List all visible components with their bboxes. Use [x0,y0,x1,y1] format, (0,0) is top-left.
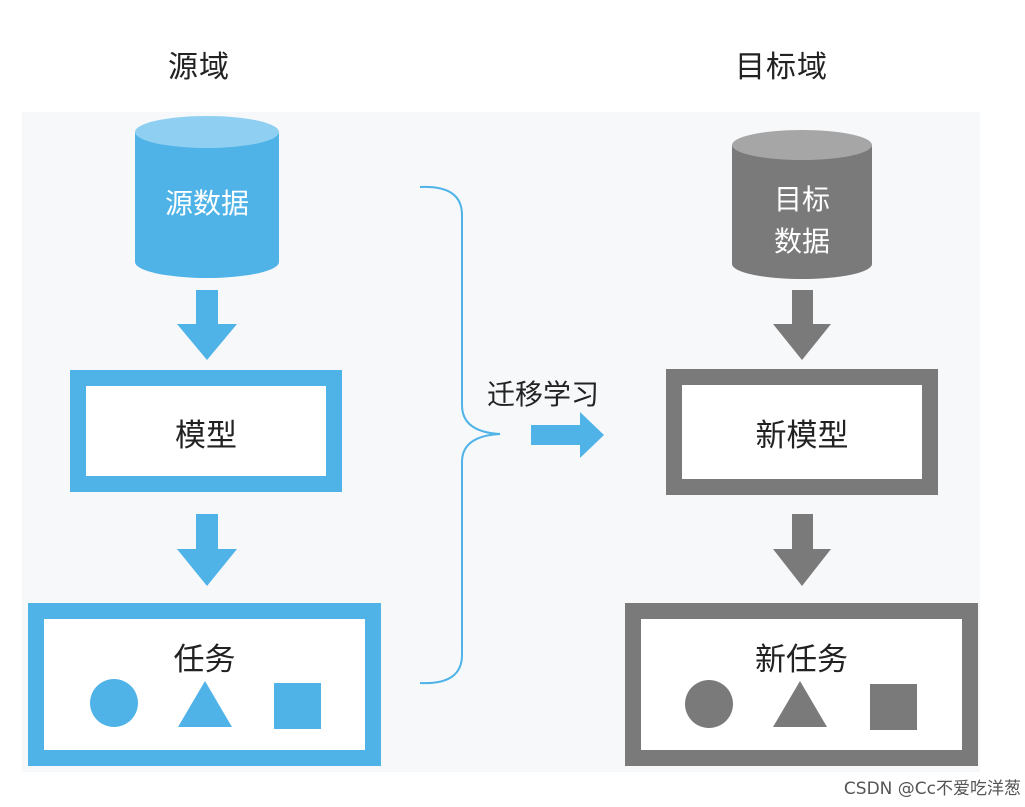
source-model-label: 模型 [175,418,237,454]
target-data-cylinder [732,130,872,279]
target-data-label-line1: 目标 [773,183,830,216]
square-shape-icon [274,683,321,729]
triangle-shape-icon [178,681,232,727]
target-model-label: 新模型 [755,418,849,454]
target-domain-heading: 目标域 [735,50,828,85]
transfer-learning-label: 迁移学习 [487,378,600,411]
source-arrow-down-1 [177,290,237,360]
triangle-shape-icon [773,681,827,727]
source-arrow-down-2 [177,514,237,586]
target-arrow-down-1 [773,290,831,360]
square-shape-icon [870,684,917,730]
target-data-label-line2: 数据 [773,225,830,258]
source-data-cylinder [135,116,279,278]
source-model-box [70,370,342,492]
watermark-text: CSDN @Cc不爱吃洋葱 [843,779,1021,799]
target-model-box [666,369,938,495]
bracket-brace [419,185,501,685]
transfer-arrow-right [531,412,604,458]
source-task-label: 任务 [173,642,236,678]
source-data-label: 源数据 [164,187,249,220]
circle-shape-icon [90,679,138,727]
source-domain-heading: 源域 [168,50,230,85]
target-task-label: 新任务 [755,642,848,678]
target-arrow-down-2 [773,514,831,586]
circle-shape-icon [685,680,733,728]
